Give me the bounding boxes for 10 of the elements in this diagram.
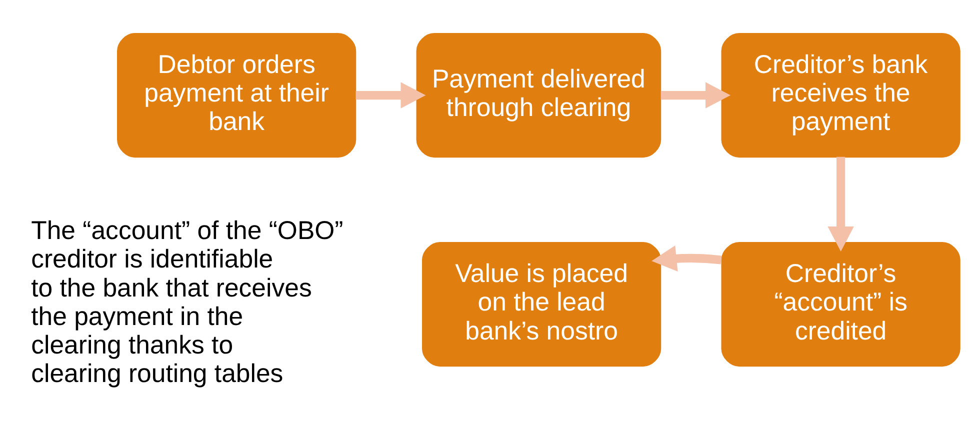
arrow: [651, 245, 722, 272]
label: The “account” of the “OBO” creditor is identifiable to the bank that receives the payment in the clearing thanks to clearing routing tables: [30, 217, 343, 388]
arrow: [827, 156, 854, 252]
node-box: Creditor’s bank receives the payment: [720, 33, 960, 158]
arrow: [660, 82, 730, 108]
node-box: Creditor’s “account” is credited: [720, 242, 960, 367]
node-box: Value is placed on the lead bank’s nostro: [422, 242, 661, 367]
node-box: Debtor orders payment at their bank: [116, 33, 356, 158]
arrow: [355, 82, 426, 108]
node-box: Payment delivered through clearing: [416, 33, 661, 158]
